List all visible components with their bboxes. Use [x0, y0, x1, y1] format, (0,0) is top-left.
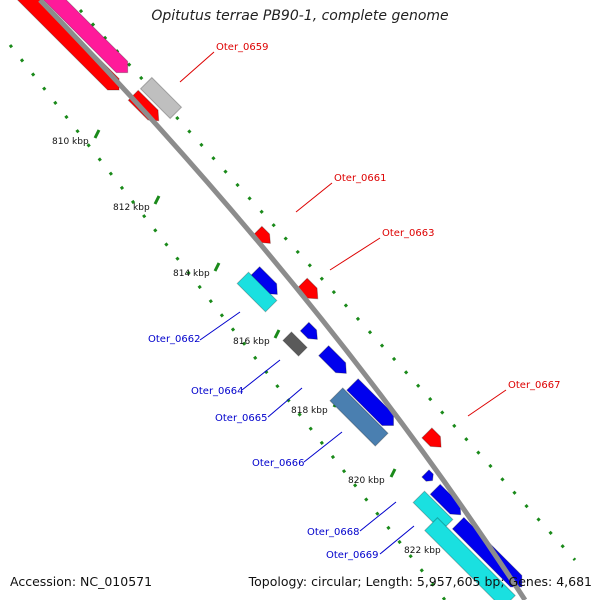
gene-arrow-blue [249, 266, 278, 295]
gene-arrow-darkgrey [282, 331, 308, 357]
scale-label: 810 kbp [52, 137, 89, 147]
gene-label: Oter_0662 [148, 334, 201, 345]
scale-labels: 810 kbp 812 kbp 814 kbp 816 kbp 818 kbp … [52, 137, 441, 556]
gene-label: Oter_0666 [252, 458, 305, 469]
scale-label: 818 kbp [291, 406, 328, 416]
gene-label: Oter_0667 [508, 380, 561, 391]
leader-line [179, 51, 215, 83]
scale-label: 812 kbp [113, 203, 150, 213]
genome-backbone [38, 0, 528, 600]
scale-ticks [8, 8, 577, 600]
major-tick [273, 329, 281, 339]
major-tick [93, 129, 101, 139]
gene-arrow-cyan [424, 517, 516, 600]
leader-line [241, 359, 281, 391]
scale-label: 816 kbp [233, 337, 270, 347]
major-tick [153, 195, 161, 205]
gene-features [6, 0, 523, 600]
tick-ruler [8, 44, 447, 600]
gene-label: Oter_0663 [382, 228, 435, 239]
leader-line [359, 501, 397, 532]
gene-labels: Oter_0659 Oter_0661 Oter_0663 Oter_0667 … [148, 42, 561, 561]
scale-label: 822 kbp [404, 546, 441, 556]
topology-summary: Topology: circular; Length: 5,957,605 bp… [248, 574, 592, 589]
gene-label: Oter_0669 [326, 550, 379, 561]
gene-label: Oter_0664 [191, 386, 244, 397]
leader-line [467, 389, 507, 417]
gene-arrow-grey [139, 76, 183, 120]
gene-arrow-red [296, 277, 319, 300]
leader-line [295, 182, 333, 213]
scale-label: 814 kbp [173, 269, 210, 279]
gene-arrow-blue [421, 469, 434, 482]
leader-line [267, 387, 303, 418]
major-tick [213, 262, 221, 272]
gene-arrow-blue [299, 321, 318, 340]
gene-arrow-red [421, 427, 442, 448]
leader-line [379, 525, 415, 555]
map-title: Opitutus terrae PB90-1, complete genome [151, 8, 449, 24]
leader-line [199, 311, 241, 341]
gene-label: Oter_0661 [334, 173, 387, 184]
leader-line [303, 431, 343, 463]
major-tick [389, 468, 397, 478]
label-leader-lines [179, 51, 507, 555]
scale-label: 820 kbp [348, 476, 385, 486]
gene-label: Oter_0659 [216, 42, 269, 53]
leader-line [329, 237, 381, 271]
gene-arrow-blue [318, 345, 347, 374]
gene-label: Oter_0665 [215, 413, 268, 424]
accession-text: Accession: NC_010571 [10, 574, 153, 589]
gene-arrow-cyan [236, 271, 278, 313]
gene-arrow-steel [329, 387, 389, 447]
gene-label: Oter_0668 [307, 527, 360, 538]
gene-arrow-pink [39, 0, 129, 74]
